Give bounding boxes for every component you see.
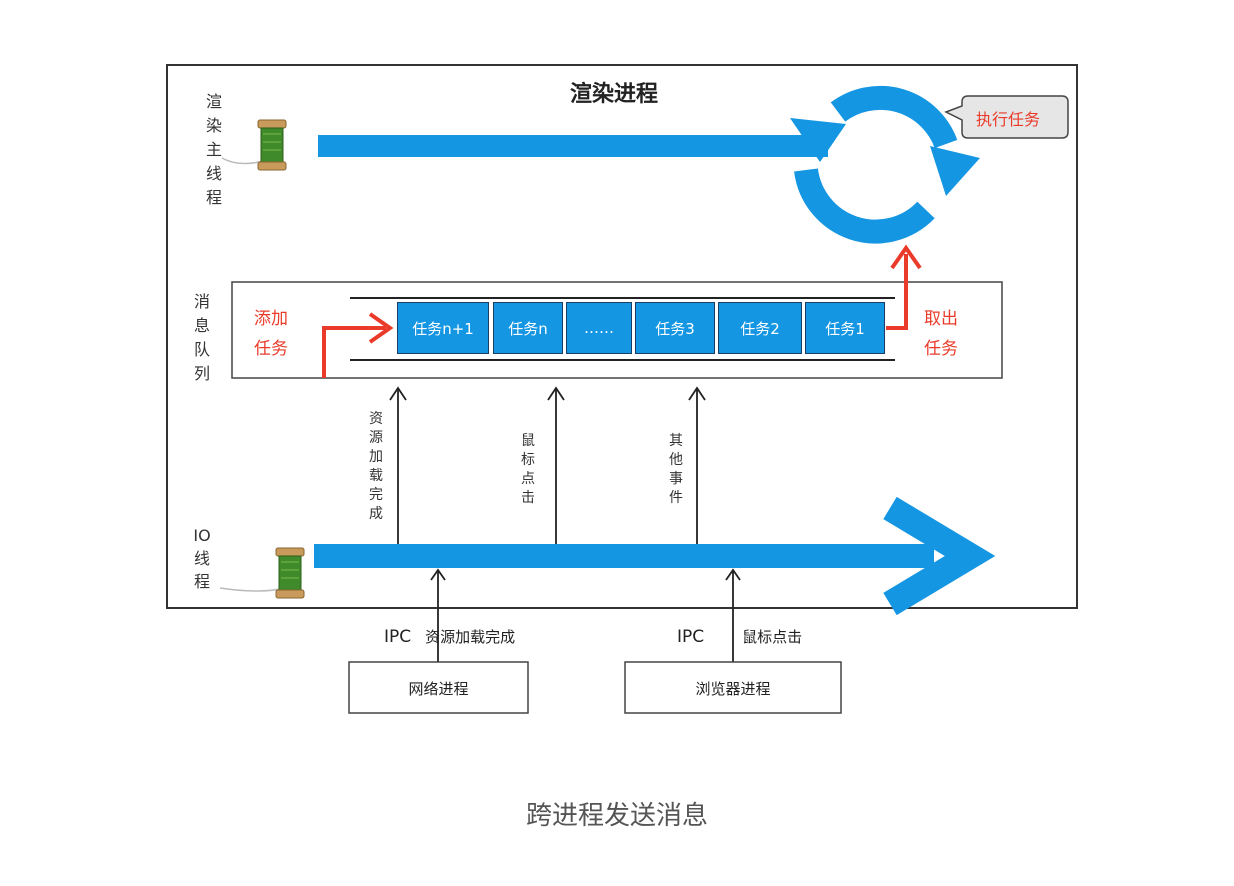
take-task-arrow [886, 254, 908, 330]
browser-process-label: 浏览器进程 [695, 680, 771, 698]
event-label-other: 其他事件 [669, 433, 683, 506]
execute-task-bubble [944, 95, 1069, 139]
task-box: 任务n [493, 302, 563, 354]
add-task-label: 添加 任务 [254, 309, 288, 359]
browser-process-box [624, 661, 842, 714]
task-box: 任务3 [635, 302, 715, 354]
network-process-label: 网络进程 [408, 680, 469, 698]
io-thread-bar [314, 544, 934, 568]
figure-caption: 跨进程发送消息 [525, 801, 708, 831]
network-process-box [348, 661, 529, 714]
execute-task-text: 执行任务 [976, 110, 1041, 129]
thread-spool-icon [219, 547, 305, 599]
add-task-arrow [322, 326, 386, 378]
task-box: 任务2 [718, 302, 802, 354]
renderer-process-title: 渲染进程 [570, 82, 659, 107]
thread-spool-icon [221, 119, 287, 171]
cycle-arrows-icon [794, 85, 958, 244]
main-thread-bar [318, 135, 828, 157]
task-box: 任务1 [805, 302, 885, 354]
main-thread-label: 渲染主线程 [205, 92, 222, 207]
task-box: …… [566, 302, 632, 354]
message-queue-label: 消息队列 [193, 292, 210, 383]
event-label-resource: 资源加载完成 [369, 411, 383, 522]
take-task-label: 取出 任务 [924, 309, 958, 359]
task-box: 任务n+1 [397, 302, 489, 354]
event-label-click: 鼠标点击 [521, 433, 535, 506]
